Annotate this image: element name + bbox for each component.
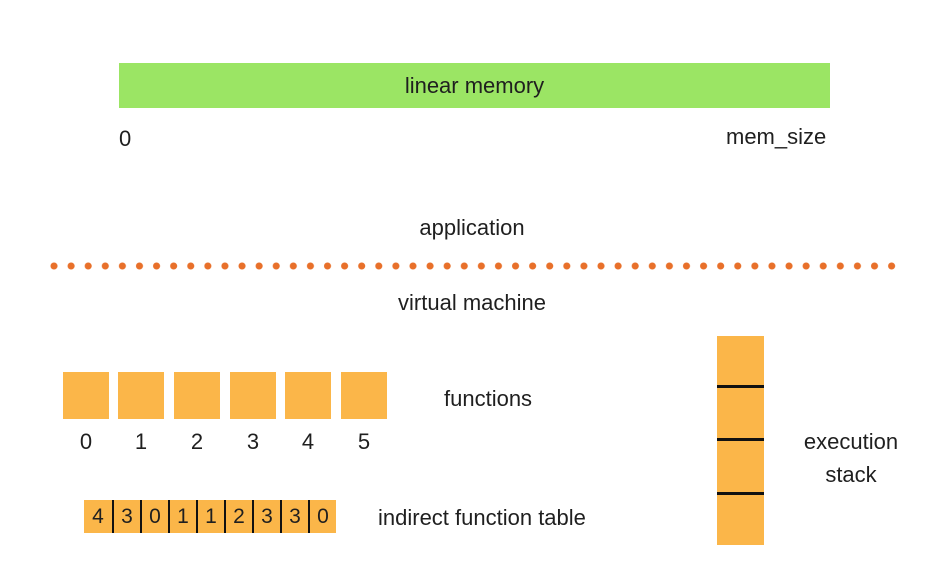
function-index: 2 xyxy=(190,429,204,454)
function-box xyxy=(230,372,276,419)
table-cell: 3 xyxy=(280,500,308,533)
function-box xyxy=(285,372,331,419)
table-cell: 1 xyxy=(168,500,196,533)
table-cell: 4 xyxy=(92,504,104,528)
table-cell: 0 xyxy=(308,500,336,533)
stack-frame-divider xyxy=(717,385,764,388)
table-cell: 1 xyxy=(196,500,224,533)
function-index: 5 xyxy=(357,429,371,454)
indirect-function-table-label: indirect function table xyxy=(378,505,586,530)
memory-end-label: mem_size xyxy=(726,124,827,149)
table-cell: 2 xyxy=(224,500,252,533)
function-box xyxy=(118,372,164,419)
memory-start-label: 0 xyxy=(119,126,132,151)
stack-frame-divider xyxy=(717,492,764,495)
function-index: 0 xyxy=(79,429,93,454)
execution-stack-label: execution stack xyxy=(786,425,916,491)
execution-stack-label-line1: execution xyxy=(803,429,899,454)
table-cell: 0 xyxy=(140,500,168,533)
function-index: 1 xyxy=(134,429,148,454)
function-box xyxy=(341,372,387,419)
function-index: 3 xyxy=(246,429,260,454)
function-index: 4 xyxy=(301,429,315,454)
table-cell: 3 xyxy=(112,500,140,533)
indirect-function-table: 4 3 0 1 1 2 3 3 0 xyxy=(84,500,336,533)
application-label: application xyxy=(419,215,525,240)
linear-memory-bar: linear memory xyxy=(119,63,830,108)
execution-stack xyxy=(717,336,764,545)
function-box xyxy=(174,372,220,419)
linear-memory-label: linear memory xyxy=(404,72,545,98)
stack-frame-divider xyxy=(717,438,764,441)
execution-stack-label-line2: stack xyxy=(825,462,877,487)
virtual-machine-label: virtual machine xyxy=(398,290,546,315)
layer-divider xyxy=(50,262,904,270)
table-cell: 3 xyxy=(252,500,280,533)
function-box xyxy=(63,372,109,419)
functions-label: functions xyxy=(444,386,533,411)
